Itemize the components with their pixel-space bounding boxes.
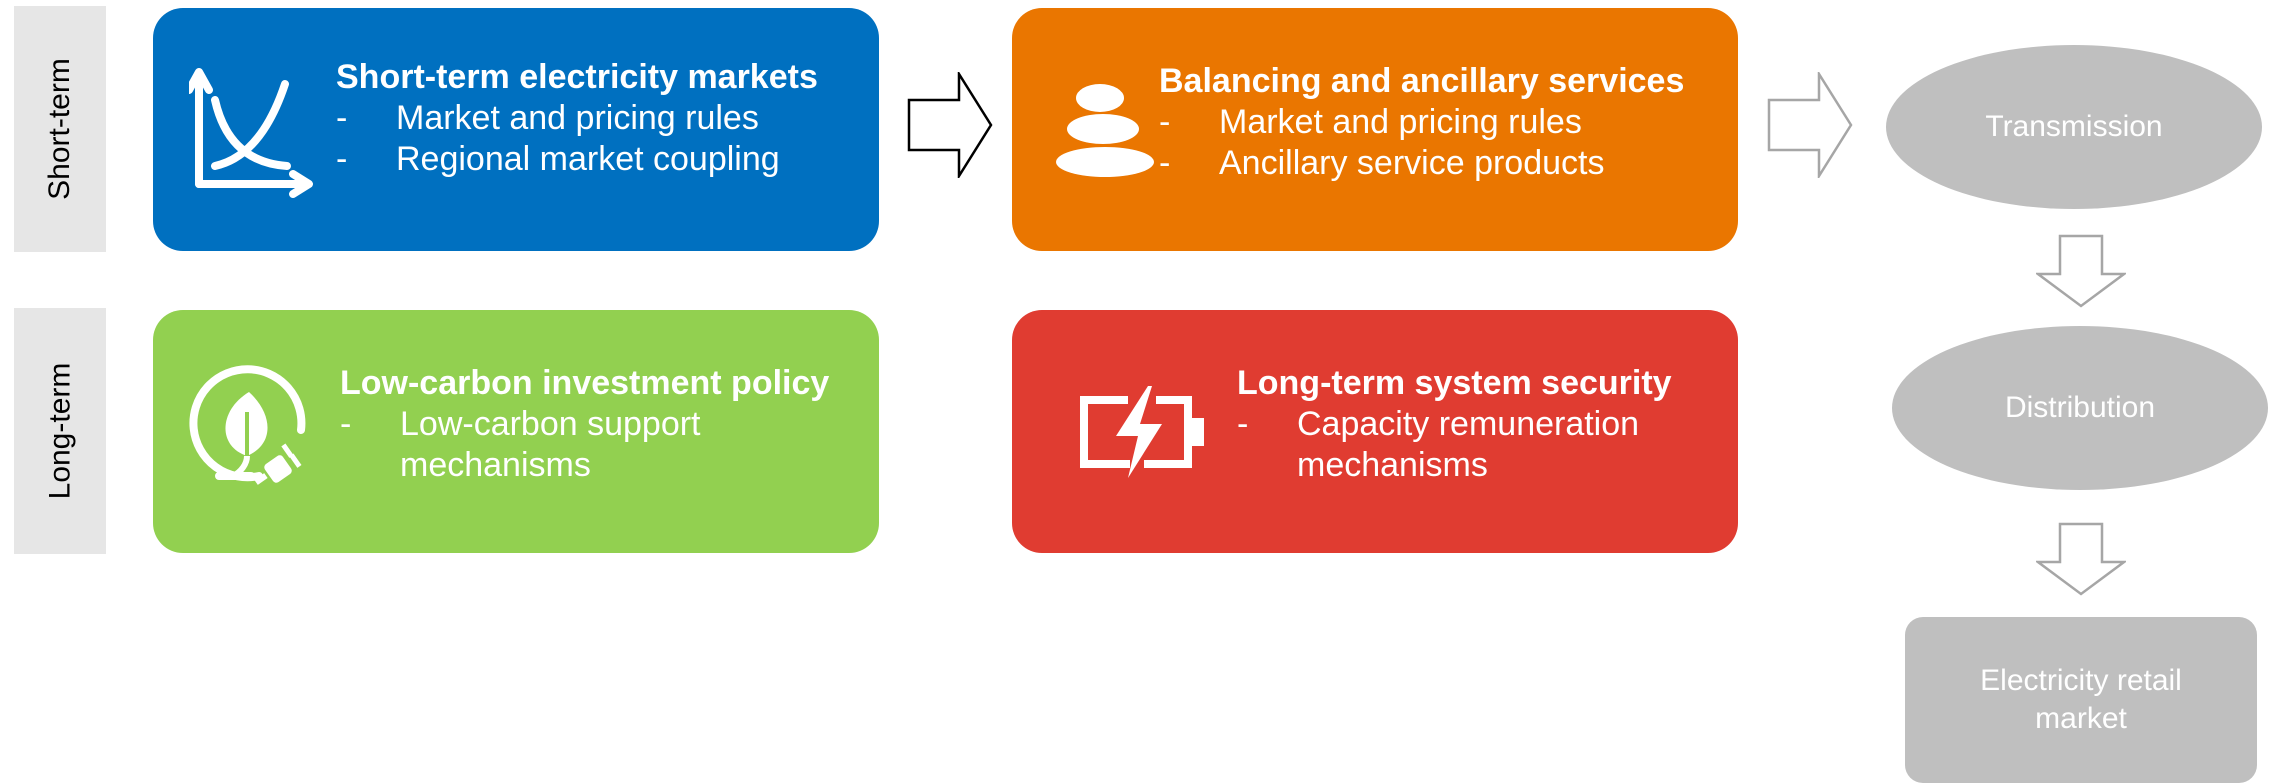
arrow-right-icon xyxy=(1767,72,1853,178)
list-item: Market and pricing rules xyxy=(336,98,818,139)
balancing-services-box: Balancing and ancillary services Market … xyxy=(1012,8,1738,251)
system-security-box: Long-term system security Capacity remun… xyxy=(1012,310,1738,553)
row-label-short-term-text: Short-term xyxy=(43,58,77,200)
stacked-stones-icon xyxy=(1052,82,1158,183)
bullet-list: Low-carbon support mechanisms xyxy=(340,404,829,486)
box-title: Short-term electricity markets xyxy=(336,58,818,96)
distribution-node: Distribution xyxy=(1892,326,2268,490)
list-item: Ancillary service products xyxy=(1159,143,1684,184)
box-title: Low-carbon investment policy xyxy=(340,364,830,402)
distribution-label: Distribution xyxy=(2004,391,2156,424)
retail-market-label: Electricity retail market xyxy=(1980,664,2182,735)
box-title: Long-term system security xyxy=(1237,364,1672,402)
box-title: Balancing and ancillary services xyxy=(1159,62,1685,100)
list-item: Low-carbon support mechanisms xyxy=(340,404,710,486)
chart-axes-icon xyxy=(185,64,313,205)
bullet-list: Capacity remuneration mechanisms xyxy=(1237,404,1677,486)
leaf-plug-icon xyxy=(189,360,313,495)
arrow-down-icon xyxy=(2036,522,2126,596)
list-item: Market and pricing rules xyxy=(1159,102,1684,143)
retail-market-node: Electricity retail market xyxy=(1905,617,2257,783)
transmission-node: Transmission xyxy=(1886,45,2262,209)
list-item: Capacity remuneration mechanisms xyxy=(1237,404,1677,486)
bullet-list: Market and pricing rules Regional market… xyxy=(336,98,818,180)
row-label-long-term-text: Long-term xyxy=(43,362,77,500)
arrow-right-icon xyxy=(907,72,993,178)
transmission-label: Transmission xyxy=(1985,110,2163,143)
list-item: Regional market coupling xyxy=(336,139,818,180)
low-carbon-policy-box: Low-carbon investment policy Low-carbon … xyxy=(153,310,879,553)
battery-bolt-icon xyxy=(1078,386,1214,483)
row-label-short-term: Short-term xyxy=(14,6,106,252)
row-label-long-term: Long-term xyxy=(14,308,106,554)
arrow-down-icon xyxy=(2036,234,2126,308)
bullet-list: Market and pricing rules Ancillary servi… xyxy=(1159,102,1684,184)
short-term-markets-box: Short-term electricity markets Market an… xyxy=(153,8,879,251)
